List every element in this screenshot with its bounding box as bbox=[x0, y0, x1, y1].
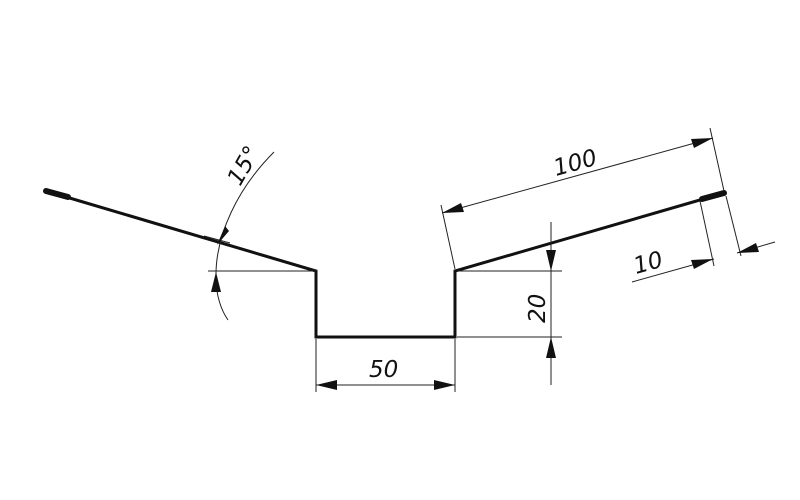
hem-extension-left bbox=[699, 200, 715, 267]
width-label: 50 bbox=[369, 357, 398, 383]
depth-label: 20 bbox=[525, 294, 551, 323]
width-dimension: 50 bbox=[315, 339, 456, 392]
depth-arrow-top bbox=[546, 250, 556, 271]
length-extension-left bbox=[440, 204, 456, 270]
depth-dimension: 20 bbox=[457, 222, 562, 385]
length-arrow-left bbox=[442, 203, 464, 213]
length-dimension-line bbox=[441, 137, 714, 214]
length-extension-right bbox=[709, 127, 725, 192]
profile-outline bbox=[45, 189, 725, 339]
length-arrow-right bbox=[691, 138, 713, 148]
angle-dimension: 15° bbox=[203, 142, 316, 321]
hem-arrow-left bbox=[691, 259, 713, 269]
hem-extension-right bbox=[725, 195, 742, 257]
left-hem bbox=[43, 188, 71, 200]
right-hem bbox=[699, 190, 727, 202]
width-arrow-left bbox=[316, 380, 337, 390]
length-label: 100 bbox=[551, 145, 600, 182]
length-dimension: 100 bbox=[440, 127, 725, 270]
depth-arrow-bottom bbox=[546, 337, 556, 358]
angle-arc bbox=[215, 151, 275, 321]
hem-label: 10 bbox=[631, 247, 666, 280]
angle-label: 15° bbox=[223, 142, 266, 190]
angle-extension-line bbox=[203, 235, 231, 244]
width-arrow-right bbox=[434, 380, 455, 390]
hem-arrow-right bbox=[737, 243, 759, 253]
hem-dimension: 10 bbox=[631, 195, 776, 283]
angle-arrow-bottom bbox=[211, 272, 221, 292]
angle-arrow-top bbox=[217, 226, 229, 245]
